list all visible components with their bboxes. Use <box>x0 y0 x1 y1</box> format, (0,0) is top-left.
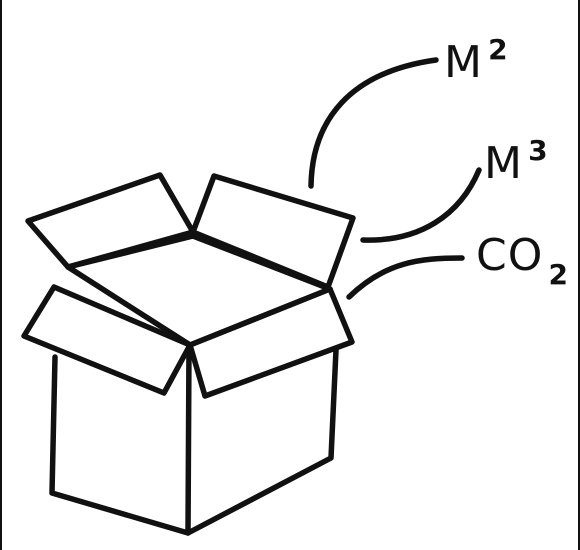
label-m2-base: M <box>444 37 483 88</box>
box-flap-front-right <box>187 286 355 399</box>
label-m3-sup: 3 <box>528 134 547 167</box>
label-m2: M 2 <box>444 33 508 88</box>
label-m2-sup: 2 <box>488 33 507 66</box>
frame-border-left <box>0 0 2 550</box>
box-flap-back-right <box>190 173 356 290</box>
label-m3: M 3 <box>484 134 548 189</box>
frame-border-right <box>578 0 580 550</box>
leader-line-m2 <box>308 57 439 189</box>
box-body-left <box>49 342 192 536</box>
label-co2: CO 2 <box>476 230 568 291</box>
leader-line-co2 <box>346 255 465 300</box>
label-co2-base: CO <box>476 230 543 281</box>
box-flap-front-left <box>21 284 193 396</box>
box-flap-back-left <box>25 172 196 270</box>
box-body-right <box>185 347 339 536</box>
box-top-opening <box>65 233 333 348</box>
label-co2-sub: 2 <box>548 258 567 291</box>
open-box-icon <box>21 172 356 536</box>
leader-line-m3 <box>360 167 482 243</box>
label-m3-base: M <box>484 138 523 189</box>
